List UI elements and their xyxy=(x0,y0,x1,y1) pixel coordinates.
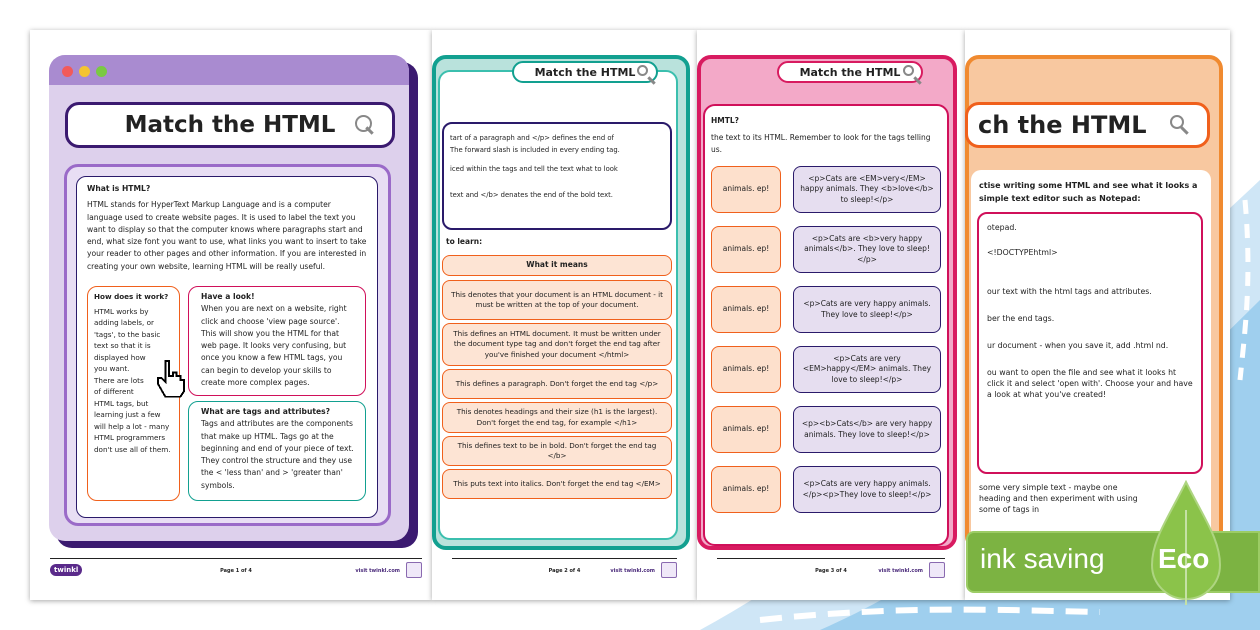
meaning-row: This defines text to be in bold. Don't f… xyxy=(442,436,672,466)
tags-heading: What are tags and attributes? xyxy=(201,407,331,416)
meaning-row: This defines a paragraph. Don't forget t… xyxy=(442,369,672,399)
leaf-drop-icon xyxy=(1150,480,1222,605)
visit-link[interactable]: visit twinkl.com xyxy=(610,568,655,574)
quality-badge-icon xyxy=(406,562,422,578)
close-dot-icon xyxy=(62,66,73,77)
intro-line: tart of a paragraph and </p> defines the… xyxy=(450,134,614,142)
search-icon xyxy=(637,65,648,76)
page-title: ch the HTML xyxy=(965,102,1210,148)
worksheet-page-3: Match the HTML HMTL? the text to its HTM… xyxy=(697,30,965,600)
intro-line: The forward slash is included in every e… xyxy=(450,146,620,154)
step: otepad. xyxy=(987,223,1017,232)
step: ber the end tags. xyxy=(987,314,1055,323)
meaning-row: This denotes that your document is an HT… xyxy=(442,280,672,320)
minimize-dot-icon xyxy=(79,66,90,77)
search-icon xyxy=(1170,115,1184,129)
instructions: the text to its HTML. Remember to look f… xyxy=(711,133,931,154)
page-number: Page 3 of 4 xyxy=(815,568,847,574)
text-card[interactable]: animals. ep! xyxy=(711,286,781,333)
intro-line: iced within the tags and tell the text w… xyxy=(450,165,618,173)
window-titlebar xyxy=(49,55,409,85)
page-title: Match the HTML xyxy=(777,61,923,83)
meaning-row: This puts text into italics. Don't forge… xyxy=(442,469,672,499)
worksheet-page-1: Match the HTML What is HTML? HTML stands… xyxy=(30,30,432,600)
text-card[interactable]: animals. ep! xyxy=(711,226,781,273)
quality-badge-icon xyxy=(929,562,945,578)
html-card[interactable]: <p><b>Cats</b> are very happy animals. T… xyxy=(793,406,941,453)
ink-saving-label: ink saving xyxy=(980,543,1105,574)
html-card[interactable]: <p>Cats are very <EM>happy</EM> animals.… xyxy=(793,346,941,393)
step: ur document - when you save it, add .htm… xyxy=(987,341,1169,350)
how-body: HTML works by adding labels, or 'tags', … xyxy=(94,306,171,454)
what-heading: What is HTML? xyxy=(87,184,151,193)
learn-heading: to learn: xyxy=(446,237,483,246)
html-card[interactable]: <p>Cats are very happy animals. They lov… xyxy=(793,286,941,333)
look-body: When you are next on a website, right cl… xyxy=(201,304,347,388)
page-number: Page 2 of 4 xyxy=(548,568,581,574)
meaning-row: This denotes headings and their size (h1… xyxy=(442,402,672,433)
step: ou want to open the file and see what it… xyxy=(987,368,1193,399)
what-body: HTML stands for HyperText Markup Languag… xyxy=(87,200,367,271)
pointer-hand-icon xyxy=(156,360,186,398)
page-title: Match the HTML xyxy=(65,102,395,148)
text-card[interactable]: animals. ep! xyxy=(711,406,781,453)
text-card[interactable]: animals. ep! xyxy=(711,466,781,513)
outro-text: some very simple text - maybe one headin… xyxy=(979,483,1138,514)
visit-link[interactable]: visit twinkl.com xyxy=(355,568,400,574)
visit-link[interactable]: visit twinkl.com xyxy=(878,568,923,574)
search-icon xyxy=(355,115,372,132)
html-card[interactable]: <p>Cats are very happy animals.</p><p>Th… xyxy=(793,466,941,513)
column-header: What it means xyxy=(442,255,672,276)
page-number: Page 1 of 4 xyxy=(220,568,252,574)
intro-text: ctise writing some HTML and see what it … xyxy=(979,181,1198,203)
worksheet-page-4: ch the HTML ctise writing some HTML and … xyxy=(965,30,1230,600)
twinkl-logo: twinkl xyxy=(50,564,83,576)
intro-line: text and </b> denates the end of the bol… xyxy=(450,191,613,199)
text-card[interactable]: animals. ep! xyxy=(711,166,781,213)
html-card[interactable]: <p>Cats are <b>very happy animals</b>. T… xyxy=(793,226,941,273)
meaning-row: This defines an HTML document. It must b… xyxy=(442,323,672,366)
text-card[interactable]: animals. ep! xyxy=(711,346,781,393)
section-heading: HMTL? xyxy=(711,116,739,125)
step: <!DOCTYPEhtml> xyxy=(987,248,1058,257)
quality-badge-icon xyxy=(661,562,677,578)
search-icon xyxy=(903,65,914,76)
eco-label: Eco xyxy=(1158,543,1210,574)
step: our text with the html tags and attribut… xyxy=(987,287,1152,296)
tags-body: Tags and attributes are the components t… xyxy=(201,419,354,490)
html-card[interactable]: <p>Cats are <EM>very</EM> happy animals.… xyxy=(793,166,941,213)
maximize-dot-icon xyxy=(96,66,107,77)
dashed-decoration xyxy=(759,606,1101,623)
look-heading: Have a look! xyxy=(201,292,255,301)
how-heading: How does it work? xyxy=(94,292,169,301)
worksheet-page-2: Match the HTML tart of a paragraph and <… xyxy=(432,30,697,600)
dashed-decoration xyxy=(1237,199,1251,381)
page-title: Match the HTML xyxy=(512,61,658,83)
